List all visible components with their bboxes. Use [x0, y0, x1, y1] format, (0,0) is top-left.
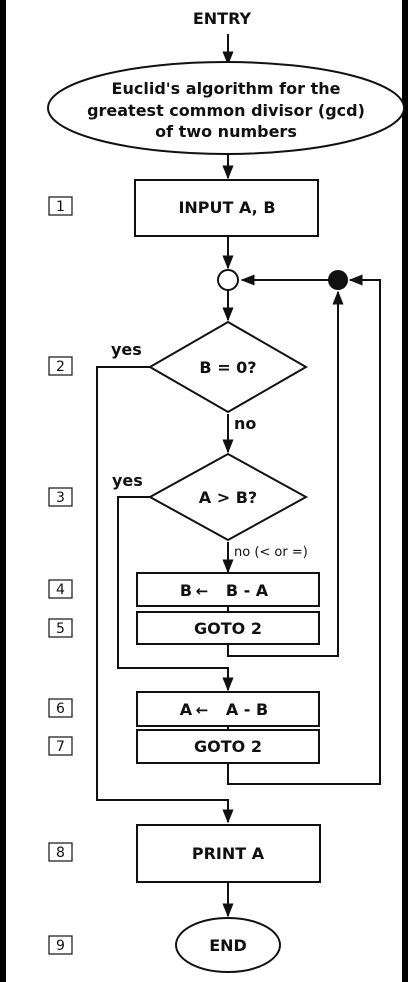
step-box-5 — [48, 618, 73, 638]
step-box-1 — [48, 196, 73, 216]
step-number-9: 9 — [56, 938, 65, 954]
step4-target: B — [180, 581, 192, 600]
title-line-2: greatest common divisor (gcd) — [87, 101, 365, 120]
step6-box — [136, 691, 320, 727]
step4-expr: B - A — [226, 581, 269, 600]
step-box-3 — [48, 487, 73, 507]
end-label: END — [209, 936, 247, 955]
junction-dot — [328, 270, 348, 290]
step-box-8 — [48, 842, 73, 862]
step-box-2 — [48, 356, 73, 376]
step-box-7 — [48, 736, 73, 756]
entry-label: ENTRY — [193, 9, 252, 28]
junction-circle — [217, 269, 239, 291]
decision-1-label: B = 0? — [199, 358, 256, 377]
input-box — [134, 179, 319, 237]
yes-2-branch-line — [117, 496, 234, 692]
step-number-5: 5 — [56, 621, 65, 637]
step-number-8: 8 — [56, 845, 65, 861]
step-number-4: 4 — [56, 582, 65, 598]
yes-2-label: yes — [112, 471, 143, 490]
goto-loop-2-line — [227, 274, 381, 785]
step-box-4 — [48, 579, 73, 599]
step5-box — [136, 611, 320, 645]
title-line-3: of two numbers — [155, 122, 297, 141]
step6-target: A — [180, 700, 193, 719]
step-number-2: 2 — [56, 359, 65, 375]
step6-arrow-icon: ← — [196, 701, 209, 719]
step-number-3: 3 — [56, 490, 65, 506]
step-number-boxes — [48, 196, 73, 955]
goto-loop-1-line — [227, 290, 344, 657]
step-number-6: 6 — [56, 701, 65, 717]
step-number-1: 1 — [56, 199, 65, 215]
title-ellipse — [47, 61, 405, 155]
step7-label: GOTO 2 — [194, 737, 262, 756]
yes-1-label: yes — [111, 340, 142, 359]
title-line-1: Euclid's algorithm for the — [112, 79, 341, 98]
step4-box — [136, 572, 320, 607]
print-box — [136, 824, 321, 883]
no-1-label: no — [234, 414, 256, 433]
step-number-7: 7 — [56, 739, 65, 755]
step-box-9 — [48, 935, 73, 955]
decision-b-zero — [147, 320, 309, 414]
step5-label: GOTO 2 — [194, 619, 262, 638]
end-ellipse — [175, 917, 281, 973]
print-label: PRINT A — [192, 844, 265, 863]
step6-expr: A - B — [226, 700, 268, 719]
step-box-6 — [48, 698, 73, 718]
no-2-label: no (< or =) — [234, 545, 308, 560]
step-number-labels: 1 2 3 4 5 6 7 8 9 — [56, 199, 65, 954]
step7-box — [136, 729, 320, 764]
yes-1-branch-line — [96, 366, 234, 824]
step4-arrow-icon: ← — [196, 582, 209, 600]
decision-a-greater-b — [147, 452, 309, 542]
decision-2-label: A > B? — [199, 488, 257, 507]
input-label: INPUT A, B — [178, 198, 275, 217]
